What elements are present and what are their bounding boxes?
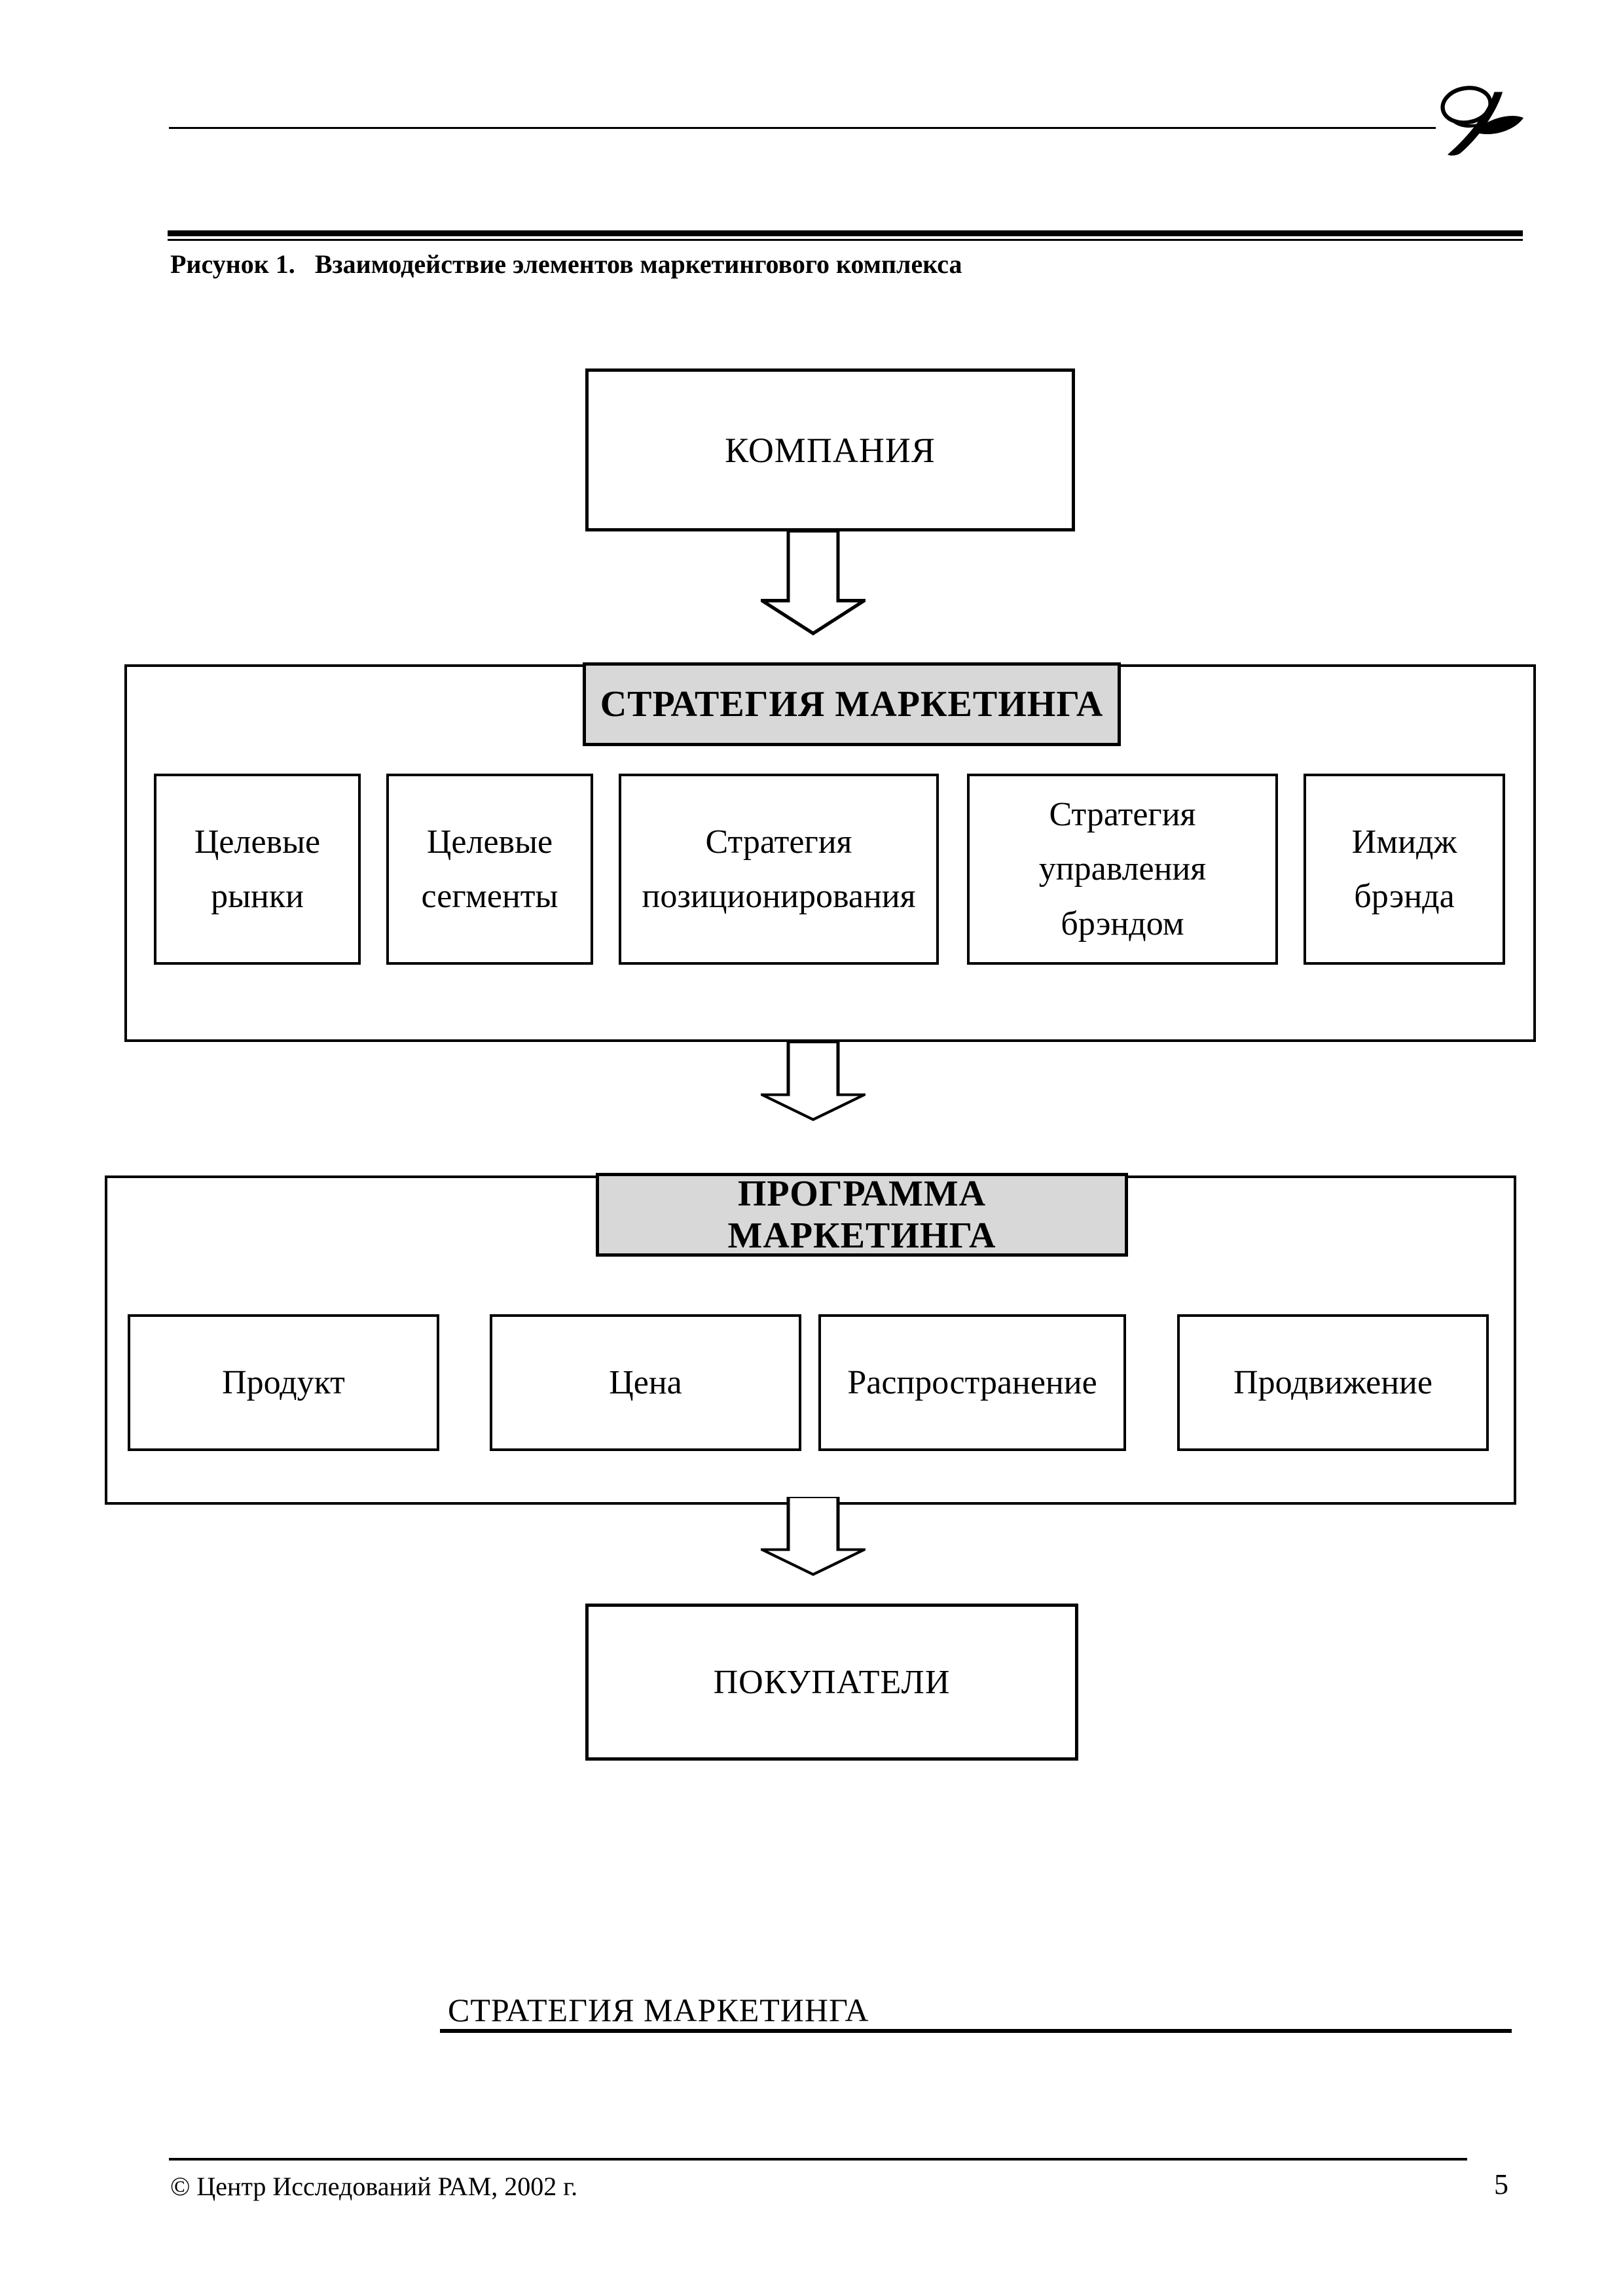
program-box-label: Продвижение (1233, 1363, 1432, 1401)
section-heading-underline (440, 2029, 1512, 2033)
top-rule (169, 127, 1436, 129)
program-header-label: ПРОГРАММА МАРКЕТИНГА (727, 1174, 996, 1256)
figure-caption-text: Взаимодействие элементов маркетингового … (314, 249, 962, 279)
logo-icon (1429, 65, 1524, 177)
company-label: КОМПАНИЯ (725, 430, 936, 470)
program-box-label: Цена (609, 1363, 682, 1401)
figure-caption-label: Рисунок 1. (170, 249, 295, 279)
company-box: КОМПАНИЯ (585, 368, 1075, 531)
strategy-container: Целевые рынки Целевые сегменты Стратегия… (124, 664, 1536, 1042)
program-box-product: Продукт (128, 1314, 439, 1451)
arrow-company-to-strategy-icon (761, 531, 866, 636)
buyers-box: ПОКУПАТЕЛИ (585, 1604, 1078, 1761)
program-box-distribution: Распространение (818, 1314, 1126, 1451)
strategy-box-brand-management: Стратегия управления брэндом (967, 774, 1278, 965)
footer-copyright: © Центр Исследований РАМ, 2002 г. (170, 2172, 578, 2201)
footer-rule (169, 2158, 1467, 2161)
strategy-box-label: Целевые сегменты (421, 823, 558, 915)
program-header: ПРОГРАММА МАРКЕТИНГА (596, 1173, 1128, 1257)
program-box-price: Цена (490, 1314, 801, 1451)
strategy-box-positioning: Стратегия позиционирования (619, 774, 939, 965)
strategy-box-target-markets: Целевые рынки (154, 774, 361, 965)
figure-caption: Рисунок 1. Взаимодействие элементов марке… (170, 249, 962, 279)
strategy-box-label: Стратегия позиционирования (642, 823, 916, 915)
strategy-box-label: Имидж брэнда (1351, 823, 1457, 915)
strategy-header-label: СТРАТЕГИЯ МАРКЕТИНГА (600, 684, 1104, 725)
caption-top-rule (168, 230, 1523, 241)
page-number: 5 (1494, 2168, 1508, 2200)
strategy-box-target-segments: Целевые сегменты (386, 774, 593, 965)
program-box-label: Продукт (222, 1363, 345, 1401)
program-box-promotion: Продвижение (1177, 1314, 1489, 1451)
strategy-box-brand-image: Имидж брэнда (1304, 774, 1505, 965)
strategy-box-label: Стратегия управления брэндом (1038, 796, 1207, 942)
strategy-header: СТРАТЕГИЯ МАРКЕТИНГА (583, 662, 1121, 746)
buyers-label: ПОКУПАТЕЛИ (713, 1663, 951, 1701)
program-box-label: Распространение (847, 1363, 1097, 1401)
strategy-box-label: Целевые рынки (194, 823, 321, 915)
arrow-strategy-to-program-icon (761, 1042, 866, 1121)
section-heading: СТРАТЕГИЯ МАРКЕТИНГА (448, 1992, 869, 2028)
arrow-program-to-buyers-icon (761, 1497, 866, 1576)
program-container: Продукт Цена Распространение Продвижение (105, 1175, 1516, 1505)
